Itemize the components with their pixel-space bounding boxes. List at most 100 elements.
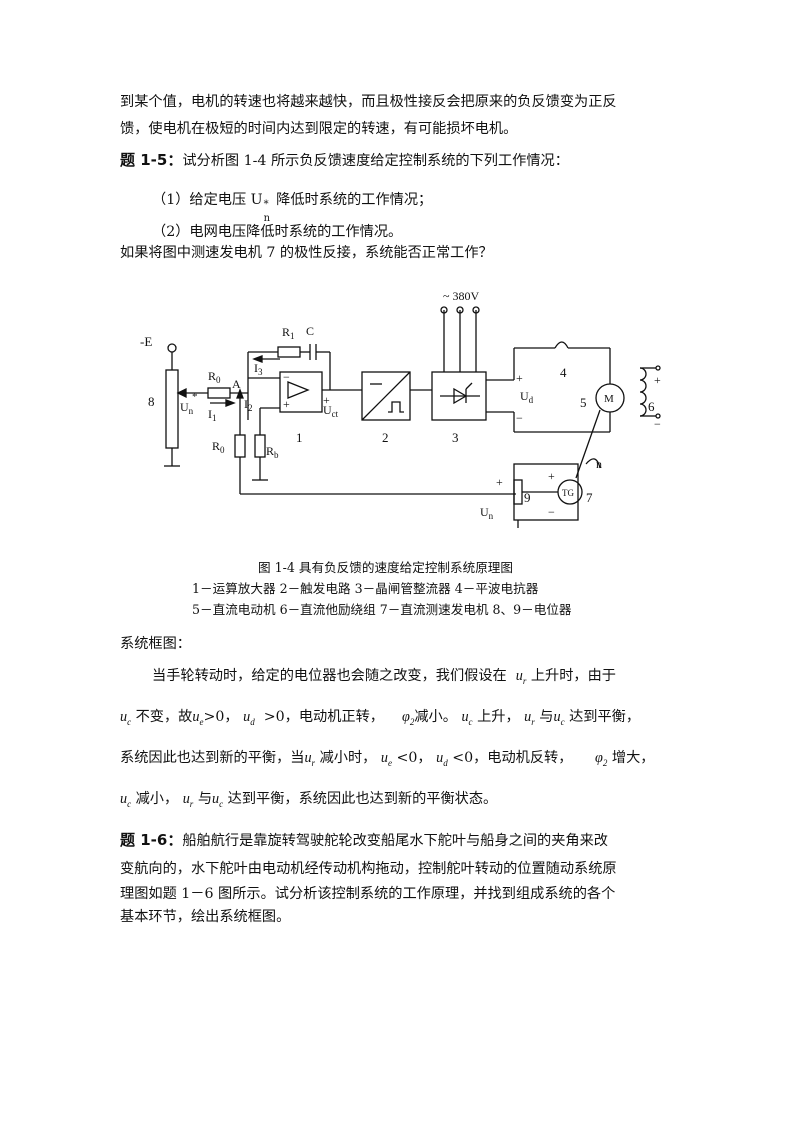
uct-plus: + [323, 393, 330, 407]
item-text: 降低时系统的工作情况； [271, 192, 433, 208]
answer-text: 增大， [611, 750, 655, 766]
r1-label: R1 [282, 325, 295, 341]
uc-symbol: uc [212, 791, 224, 809]
ud-plus: + [516, 371, 523, 385]
paragraph-line: 到某个值，电机的转速也将越来越快，而且极性接反会把原来的负反馈变为正反 [120, 94, 617, 110]
figure-caption: 图 1-4 具有负反馈的速度给定控制系统原理图 [258, 560, 513, 575]
answer-text: 减小。 [414, 709, 457, 725]
answer-heading: 系统框图： [120, 636, 191, 652]
num-5: 5 [580, 395, 587, 410]
problem-question: 如果将图中测速发电机 7 的极性反接，系统能否正常工作？ [120, 245, 493, 261]
reactor-4 [554, 341, 569, 349]
answer-text: 与 [539, 709, 554, 725]
rb-label: Rb [266, 444, 279, 460]
r0-feedback-label: R0 [212, 439, 225, 455]
subscript: n [263, 213, 271, 224]
tg-plus: + [548, 469, 555, 483]
answer-text: 当手轮转动时，给定的电位器也会随之改变，我们假设在 [152, 668, 507, 684]
motor-label: M [604, 393, 614, 405]
i1-label: I1 [208, 407, 217, 423]
answer-text: 减小时， [319, 750, 377, 766]
answer-line-1: 当手轮转动时，给定的电位器也会随之改变，我们假设在 ur 上升时，由于 [152, 666, 616, 691]
answer-text: 达到平衡，系统因此也达到新的平衡状态。 [227, 791, 498, 807]
problem-1-6-heading: 题 1-6：船舶航行是靠旋转驾驶舵轮改变船尾水下舵叶与船身之间的夹角来改 [120, 830, 608, 851]
answer-text: 上升时，由于 [530, 668, 616, 684]
ud-symbol: ud [243, 709, 255, 727]
un-plus: + [496, 475, 503, 489]
i3-arrow [252, 355, 263, 363]
num-3: 3 [452, 430, 459, 445]
num-6: 6 [648, 399, 655, 414]
ud-label: Ud [520, 389, 534, 405]
problem-1-5-heading: 题 1-5：试分析图 1-4 所示负反馈速度给定控制系统的下列工作情况： [120, 150, 569, 171]
problem-text: 试分析图 1-4 所示负反馈速度给定控制系统的下列工作情况： [182, 153, 569, 169]
field-plus: + [654, 373, 661, 387]
answer-text: >0，电动机正转， [263, 709, 384, 725]
problem-label: 题 1-6： [120, 831, 183, 849]
answer-line-4: uc 减小， ur 与uc 达到平衡，系统因此也达到新的平衡状态。 [120, 789, 497, 814]
item-text: （1）给定电压 U [152, 192, 263, 208]
resistor-r0-feedback [234, 434, 246, 458]
ud-minus: − [516, 411, 523, 425]
i2-arrow [236, 388, 244, 399]
thyristor-symbol [453, 387, 468, 405]
problem-line: 理图如题 1－6 图所示。试分析该控制系统的工作原理，并找到组成系统的各个 [120, 886, 616, 902]
speed-arrow [585, 458, 601, 469]
c-label: C [306, 324, 314, 338]
answer-line-3: 系统因此也达到新的平衡，当ur 减小时， ue <0， ud <0，电动机反转，… [120, 748, 654, 773]
answer-text: <0，电动机反转， [452, 750, 573, 766]
uct-label: Uct [323, 403, 339, 419]
answer-text: >0， [203, 709, 239, 725]
ue-symbol: ue [380, 750, 392, 768]
supply-label: ~ 380V [443, 289, 479, 303]
num-8: 8 [148, 394, 155, 409]
problem-line: 基本环节，绘出系统框图。 [120, 909, 291, 925]
shaft [575, 409, 601, 479]
un-star-label: Un [180, 400, 194, 416]
answer-text: 不变，故 [135, 709, 193, 725]
uc-symbol: uc [553, 709, 565, 727]
rectifier-block [431, 371, 487, 421]
op-amp-plus: + [283, 397, 290, 411]
ud-symbol: ud [436, 750, 448, 768]
figure-legend-2: 5－直流电动机 6－直流他励绕组 7－直流测速发电机 8、9－电位器 [192, 602, 572, 617]
node-a-label: A [232, 377, 241, 391]
trigger-block [361, 371, 411, 421]
potentiometer-9 [513, 479, 523, 505]
problem-label: 题 1-5： [120, 151, 183, 169]
wiper-arrow [176, 387, 187, 399]
field-minus: − [654, 417, 661, 431]
resistor-r1 [277, 346, 301, 358]
paragraph-line: 馈，使电机在极短的时间内达到限定的转速，有可能损坏电机。 [120, 121, 518, 137]
potentiometer-8 [165, 369, 179, 449]
uc-symbol: uc [120, 709, 132, 727]
problem-item-1: （1）给定电压 U*n 降低时系统的工作情况； [152, 190, 433, 224]
num-4: 4 [560, 365, 567, 380]
answer-text: 与 [197, 791, 213, 807]
un-star-sup: * [192, 391, 198, 403]
op-amp-block [279, 371, 323, 413]
ur-symbol: ur [524, 709, 535, 727]
terminal-e [167, 343, 177, 353]
n-label: n [596, 457, 602, 471]
answer-text: 上升， [477, 709, 520, 725]
num-1: 1 [296, 430, 303, 445]
un-label: Un [480, 505, 494, 521]
tg-minus: − [548, 505, 555, 519]
answer-line-2: uc 不变，故ue>0， ud >0，电动机正转， φ2减小。 uc 上升， u… [120, 707, 640, 732]
num-2: 2 [382, 430, 389, 445]
uc-symbol: uc [461, 709, 473, 727]
op-amp-symbol [287, 381, 310, 399]
neg-e-label: -E [140, 334, 152, 349]
num-9: 9 [524, 490, 531, 505]
answer-text: <0， [396, 750, 432, 766]
phi2-symbol: φ2 [595, 750, 608, 768]
ur-symbol: ur [515, 668, 527, 686]
r0-input-label: R0 [208, 369, 221, 385]
ue-symbol: ue [192, 709, 204, 727]
field-winding-6 [639, 367, 647, 417]
tg-label: TG [562, 488, 574, 498]
i1-arrow [225, 399, 236, 407]
answer-text: 系统因此也达到新的平衡，当 [120, 750, 305, 766]
problem-text: 船舶航行是靠旋转驾驶舵轮改变船尾水下舵叶与船身之间的夹角来改 [182, 833, 608, 849]
